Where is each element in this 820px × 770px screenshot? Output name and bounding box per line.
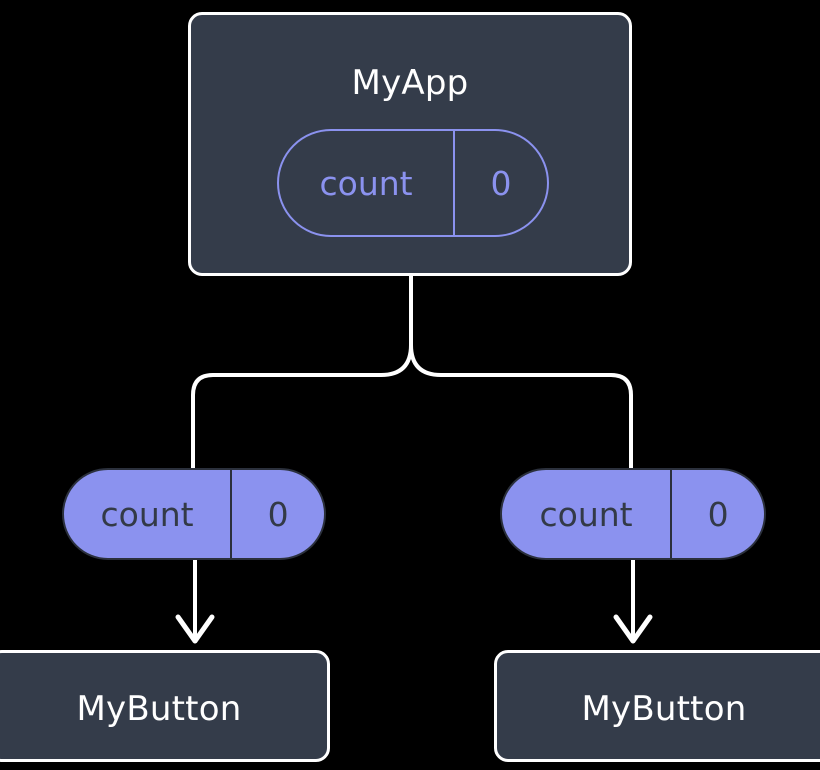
node-mybutton-right-title: MyButton [581,689,747,729]
prop-pill-left-value: 0 [230,470,324,558]
prop-pill-left-key: count [100,494,194,534]
prop-arrow-right-head [613,614,653,644]
prop-pill-left[interactable]: count 0 [62,468,326,560]
state-pill-myapp[interactable]: count 0 [277,129,549,237]
prop-pill-right-value: 0 [670,470,764,558]
node-mybutton-left-title: MyButton [76,689,242,729]
fork-branch-right [409,274,633,472]
node-myapp[interactable]: MyApp count 0 [188,12,632,276]
node-myapp-title: MyApp [351,63,469,103]
fork-branch-left [191,274,413,472]
prop-pill-right[interactable]: count 0 [500,468,766,560]
node-mybutton-right[interactable]: MyButton [494,650,820,762]
state-pill-myapp-value: 0 [453,131,547,235]
node-mybutton-left[interactable]: MyButton [0,650,330,762]
prop-arrow-left-head [175,614,215,644]
state-pill-myapp-key: count [319,163,413,203]
prop-pill-right-key: count [539,494,633,534]
